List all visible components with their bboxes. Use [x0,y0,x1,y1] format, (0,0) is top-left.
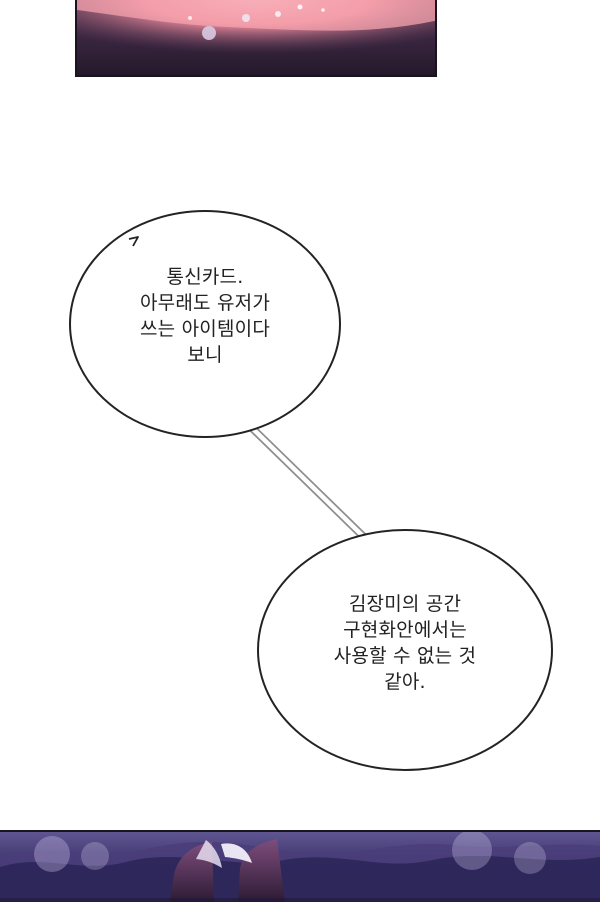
speech-bubble-1-line: 보니 [187,344,223,366]
figure-highlight [221,843,252,863]
speech-bubble-2-line: 같아. [384,671,426,693]
sparkle-dot [297,4,303,10]
cloud-puff [452,832,492,870]
sparkle-dot [242,14,250,22]
cloud-puff [34,836,70,872]
pink-haze [77,0,435,31]
cloud-puff [514,842,546,874]
sparkle-dot [202,26,216,40]
bubble-connector-shadow [246,422,373,546]
speech-bubble-2-line: 사용할 수 없는 것 [333,645,477,667]
speech-bubble-1-line: 아무래도 유저가 [140,292,270,314]
sparkle-dot [321,8,325,12]
speech-bubble-2-line: 구현화안에서는 [343,619,467,641]
sparkle-dot [188,16,192,20]
sparkle-dot [275,11,281,17]
bubble-1-notch [128,236,139,247]
cloud-band-dark [0,855,600,902]
bottom-panel-art [0,832,600,902]
speech-bubble-1-text: 통신카드. 아무래도 유저가 쓰는 아이템이다 보니 [120,264,290,368]
speech-bubble-2-line: 김장미의 공간 [348,593,462,615]
bottom-comic-panel [0,830,600,902]
speech-bubble-2-text: 김장미의 공간 구현화안에서는 사용할 수 없는 것 같아. [300,591,510,695]
top-panel-art [77,0,435,75]
figure-right-leg [238,839,285,902]
top-comic-panel [75,0,437,77]
figure-highlight [196,840,222,868]
speech-bubble-1-line: 쓰는 아이템이다 [140,318,270,340]
speech-bubble-1-line: 통신카드. [166,266,244,288]
bubble-connector [247,423,372,545]
cloud-puff [81,842,109,870]
